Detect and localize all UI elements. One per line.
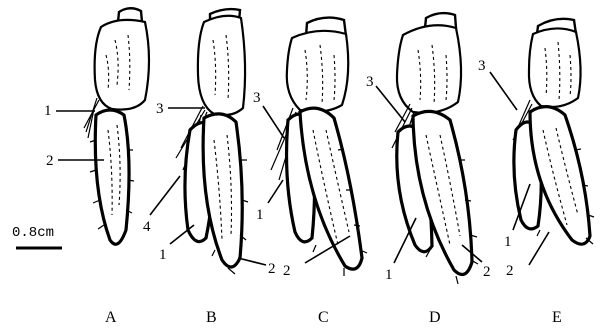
callout-4-label: 4 xyxy=(143,219,151,235)
callout-1-label: 1 xyxy=(44,103,52,119)
callout-2-label: 2 xyxy=(268,261,276,277)
panel-a-callout-1: 1 xyxy=(44,103,95,119)
panel-label-d: D xyxy=(429,309,441,326)
panel-c-drawing xyxy=(271,18,367,276)
panel-e-drawing xyxy=(513,19,594,244)
panel-e-callout-2: 2 xyxy=(506,232,549,279)
panel-b-callout-2: 2 xyxy=(238,258,276,277)
panel-label-c: C xyxy=(318,309,329,326)
panel-d-drawing xyxy=(392,13,478,284)
panel-c-callout-1: 1 xyxy=(256,180,283,223)
panel-a-drawing xyxy=(84,8,149,244)
callout-3-label: 3 xyxy=(156,101,164,117)
panel-d-callout-1: 1 xyxy=(385,218,416,283)
scale-bar: 0.8cm xyxy=(12,225,62,248)
scale-bar-label: 0.8cm xyxy=(12,225,54,241)
callout-2-label: 2 xyxy=(506,263,514,279)
callout-1-label: 1 xyxy=(504,234,512,250)
callout-1-label: 1 xyxy=(385,267,393,283)
panel-label-b: B xyxy=(206,309,217,326)
panel-c-callout-3: 3 xyxy=(253,90,284,138)
panel-label-e: E xyxy=(552,309,562,326)
callout-3-label: 3 xyxy=(366,74,374,90)
panel-b-callout-4: 4 xyxy=(143,176,180,235)
callout-3-label: 3 xyxy=(253,90,261,106)
panel-b-drawing xyxy=(176,9,248,274)
callout-1-label: 1 xyxy=(256,207,264,223)
callout-3-label: 3 xyxy=(478,58,486,74)
callout-2-label: 2 xyxy=(483,264,491,280)
panel-label-a: A xyxy=(105,309,117,326)
panel-b-callout-3: 3 xyxy=(156,101,205,117)
callout-2-label: 2 xyxy=(283,263,291,279)
callout-1-label: 1 xyxy=(159,247,167,263)
panel-e-callout-3: 3 xyxy=(478,58,517,110)
callout-2-label: 2 xyxy=(46,153,54,169)
